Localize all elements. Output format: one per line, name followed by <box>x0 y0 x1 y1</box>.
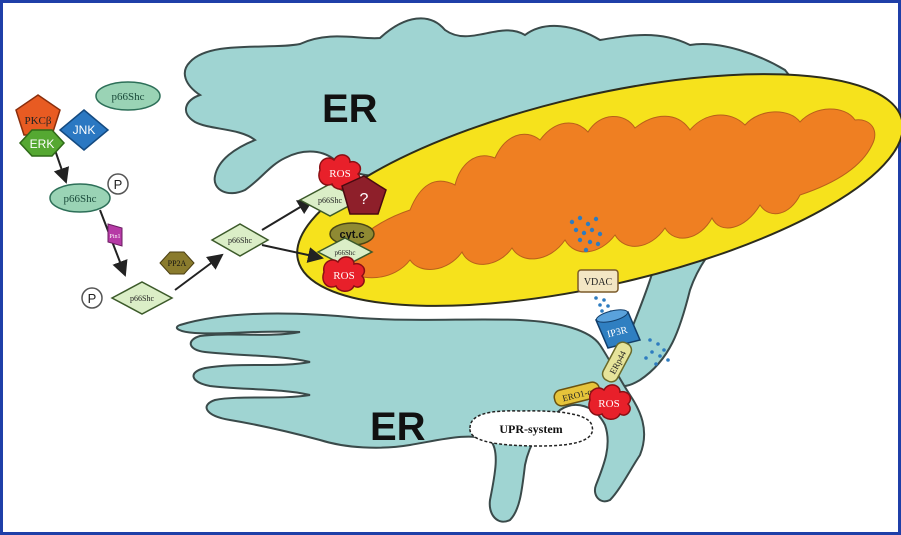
pp2a-label: PP2A <box>168 259 187 268</box>
phosphate-label-2: P <box>88 291 97 306</box>
jnk-label: JNK <box>73 123 96 137</box>
er-lower-label: ER <box>370 405 426 449</box>
erk-label: ERK <box>30 137 55 151</box>
p66shc-phospho-label: p66Shc <box>64 193 97 205</box>
p66shc-bottom-label: p66Shc <box>130 294 154 303</box>
p66shc-top-label: p66Shc <box>112 91 145 103</box>
upr-system-label: UPR-system <box>499 422 562 436</box>
question-label: ? <box>360 191 369 208</box>
p66shc-middle-label: p66Shc <box>228 236 252 245</box>
p66shc-cytc-label: p66Shc <box>335 249 356 257</box>
er-upper-label: ER <box>322 87 378 131</box>
pkc-label: PKCβ <box>25 115 52 127</box>
p66shc-ros-label: p66Shc <box>318 196 342 205</box>
ros-bottom-label: ROS <box>598 398 619 410</box>
vdac-label: VDAC <box>584 277 613 288</box>
ros-top-label: ROS <box>329 168 350 180</box>
phosphate-label-1: P <box>114 177 123 192</box>
pin1-label: Pin1 <box>109 234 120 240</box>
ros-middle-label: ROS <box>333 270 354 282</box>
